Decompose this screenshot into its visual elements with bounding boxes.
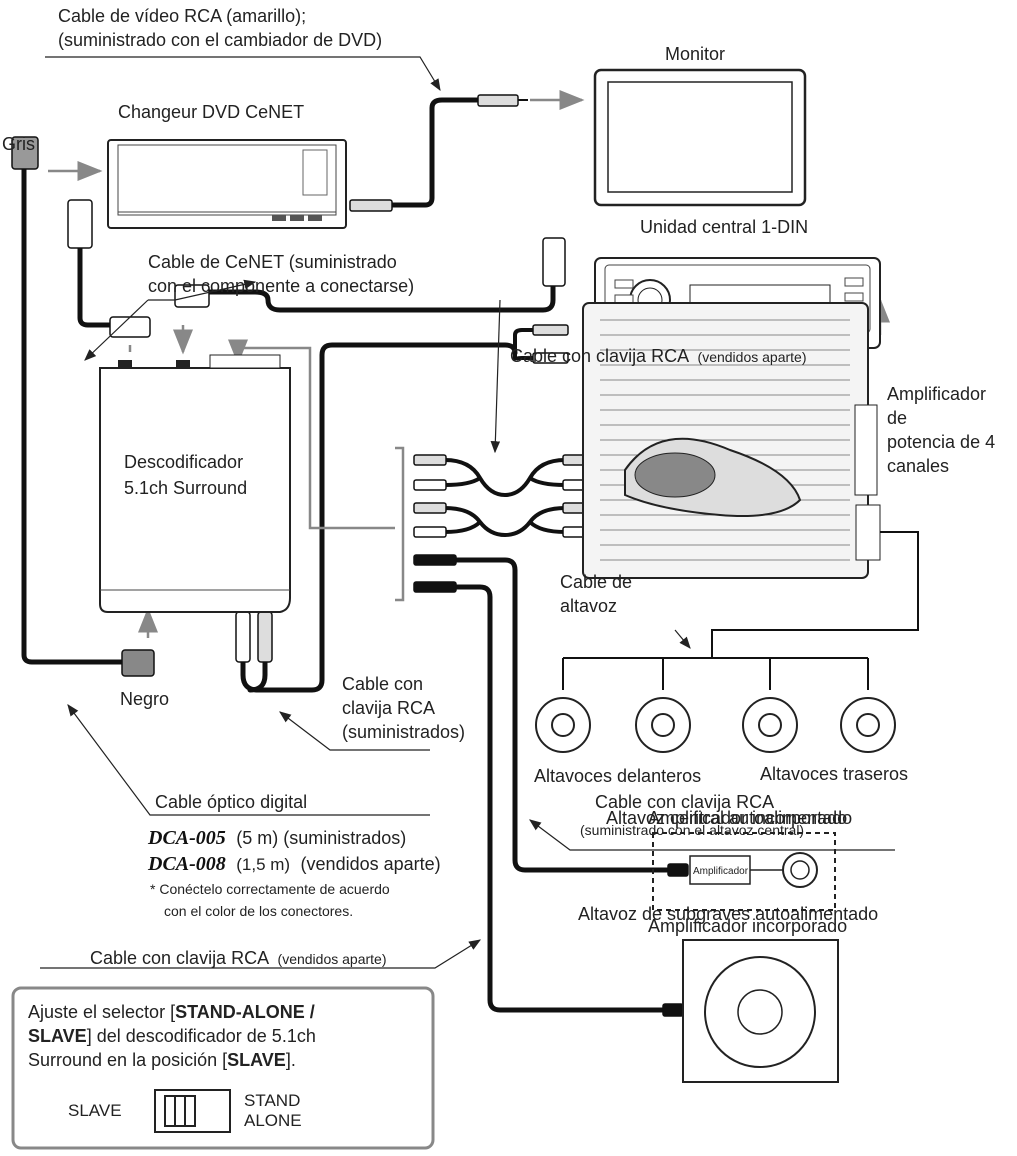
rca-supplied-label-3: (suministrados): [342, 722, 465, 742]
rca-supplied-label-2: clavija RCA: [342, 698, 435, 718]
cenet-cable-label-2: con el componente a conectarse): [148, 276, 414, 296]
leader-lines: [40, 56, 895, 969]
selector-note-box: Ajuste el selector [STAND-ALONE / SLAVE]…: [11, 986, 435, 1150]
rca-bottom-label: Cable con clavija RCA (vendidos aparte): [90, 948, 386, 968]
amp-label-2: de: [887, 408, 907, 428]
decoder-label-2: 5.1ch Surround: [124, 478, 247, 498]
switch-slave-label: SLAVE: [68, 1101, 122, 1120]
cenet-cable-dvd: [77, 242, 113, 328]
rca-plugs: [11, 94, 689, 1017]
amp-label-4: canales: [887, 456, 949, 476]
rca-center-label-1: Cable con clavija RCA: [595, 792, 774, 812]
rca-video-label-2: (suministrado con el cambiador de DVD): [58, 30, 382, 50]
front-speakers-label: Altavoces delanteros: [534, 766, 701, 786]
rca-cable-sub: [452, 584, 668, 1013]
amplifier-device: [582, 302, 881, 579]
rear-speakers-label: Altavoces traseros: [760, 764, 908, 784]
optical-cable-label: Cable óptico digital: [155, 792, 307, 812]
subwoofer: [682, 939, 839, 1083]
rca-video-label-1: Cable de vídeo RCA (amarillo);: [58, 6, 306, 26]
rca-supplied-label-1: Cable con: [342, 674, 423, 694]
note-box-line-3: Surround en la posición [SLAVE].: [28, 1050, 296, 1070]
gris-label: Gris: [2, 134, 35, 154]
switch-alone-label: ALONE: [244, 1111, 302, 1130]
dvd-changer: [107, 139, 347, 229]
center-label-1: Altavoz central autoalimentado: [606, 808, 852, 828]
note-box-line-1: Ajuste el selector [STAND-ALONE /: [28, 1002, 315, 1022]
speaker-cable-label-1: Cable de: [560, 572, 632, 592]
rca-patch-cables: [444, 458, 566, 538]
amplificador-box-label: Amplificador: [693, 866, 749, 877]
sub-label-1: Altavoz de subgraves autoalimentado: [578, 904, 878, 924]
decoder-label-1: Descodificador: [124, 452, 243, 472]
direction-arrows: [48, 90, 890, 638]
rca-sold-label: Cable con clavija RCA (vendidos aparte): [510, 346, 806, 366]
sub-label-2: Amplificador incorporado: [648, 916, 847, 936]
monitor-device: [593, 68, 807, 207]
rca-center-label-2: (suministrado con el altavoz central): [580, 822, 804, 838]
dca005-line: DCA-005 (5 m) (suministrados): [147, 827, 406, 849]
dvd-changer-label: Changeur DVD CeNET: [118, 102, 304, 122]
head-unit-label: Unidad central 1-DIN: [640, 217, 808, 237]
note-line-1: * Conéctelo correctamente de acuerdo: [150, 881, 390, 897]
center-label-2: Amplificador incorporado: [648, 808, 847, 828]
cenet-cable-head: [202, 279, 556, 313]
switch-stand-label: STAND: [244, 1091, 300, 1110]
negro-label: Negro: [120, 689, 169, 709]
dca008-line: DCA-008 (1,5 m) (vendidos aparte): [147, 853, 441, 875]
amp-label-1: Amplificador: [887, 384, 986, 404]
optical-cable: [21, 162, 128, 665]
note-box-line-2: SLAVE] del descodificador de 5.1ch: [28, 1026, 316, 1046]
speakers: [535, 697, 896, 753]
stand-alone-slave-switch: [154, 1089, 231, 1133]
cables: [21, 97, 673, 1013]
monitor-label: Monitor: [665, 44, 725, 64]
note-line-2: con el color de los conectores.: [164, 903, 353, 919]
rca-video-cable: [387, 97, 481, 208]
center-speaker: [652, 832, 836, 911]
rca-cable-center: [452, 557, 673, 873]
cenet-cable-label-1: Cable de CeNET (suministrado: [148, 252, 397, 272]
amp-label-3: potencia de 4: [887, 432, 995, 452]
speaker-wiring: [562, 531, 919, 690]
speaker-cable-label-2: altavoz: [560, 596, 617, 616]
decoder-device: [99, 354, 291, 613]
